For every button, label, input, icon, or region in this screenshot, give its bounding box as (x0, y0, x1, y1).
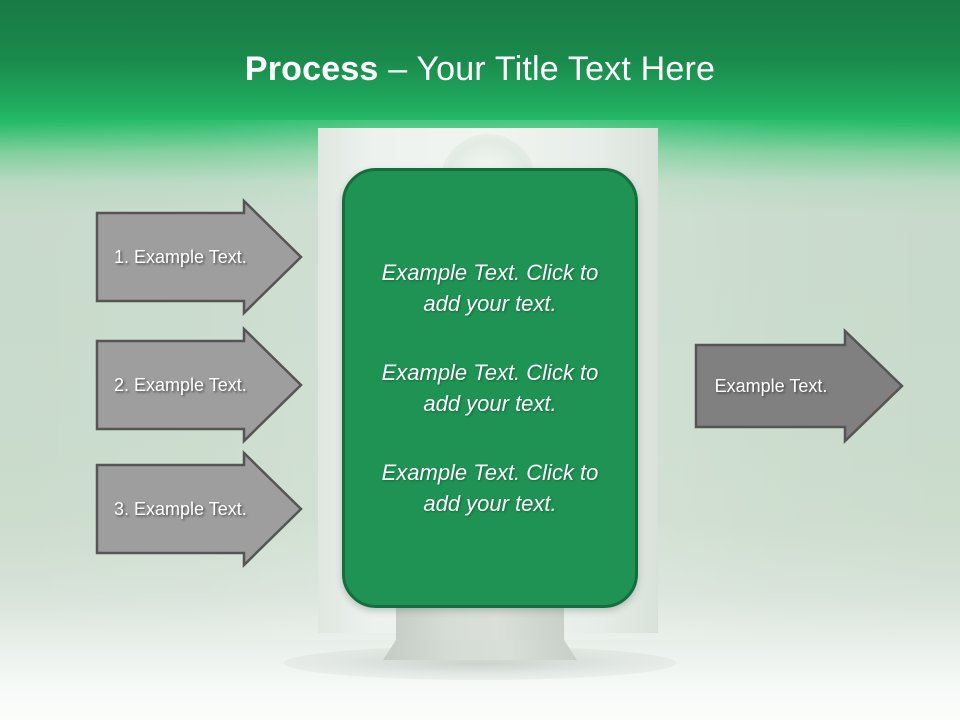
process-arrow-3[interactable]: 3. Example Text. (95, 450, 303, 568)
process-arrow-2[interactable]: 2. Example Text. (95, 326, 303, 444)
arrow-right-icon (95, 450, 303, 568)
arrow-right-icon (95, 326, 303, 444)
monitor-stand-base (383, 640, 577, 660)
slide-title: Process – Your Title Text Here (0, 48, 960, 90)
process-arrow-2-label: 2. Example Text. (114, 375, 247, 395)
panel-text-block-1: Example Text. Click to add your text. (381, 260, 599, 316)
process-output-arrow-label: Example Text. (714, 376, 828, 396)
title-bold-part: Process (244, 50, 379, 88)
process-output-arrow[interactable]: Example Text. (694, 328, 904, 444)
panel-text-block-3: Example Text. Click to add your text. (381, 460, 599, 516)
process-arrow-1-label: 1. Example Text. (114, 247, 247, 267)
arrow-right-icon (694, 328, 904, 444)
process-arrow-3-label: 3. Example Text. (114, 499, 247, 519)
process-arrow-1[interactable]: 1. Example Text. (95, 198, 303, 316)
center-green-panel[interactable]: Example Text. Click to add your text. Ex… (342, 168, 638, 608)
panel-text-block-2: Example Text. Click to add your text. (381, 360, 599, 416)
title-rest-part: – Your Title Text Here (378, 50, 716, 88)
arrow-right-icon (95, 198, 303, 316)
